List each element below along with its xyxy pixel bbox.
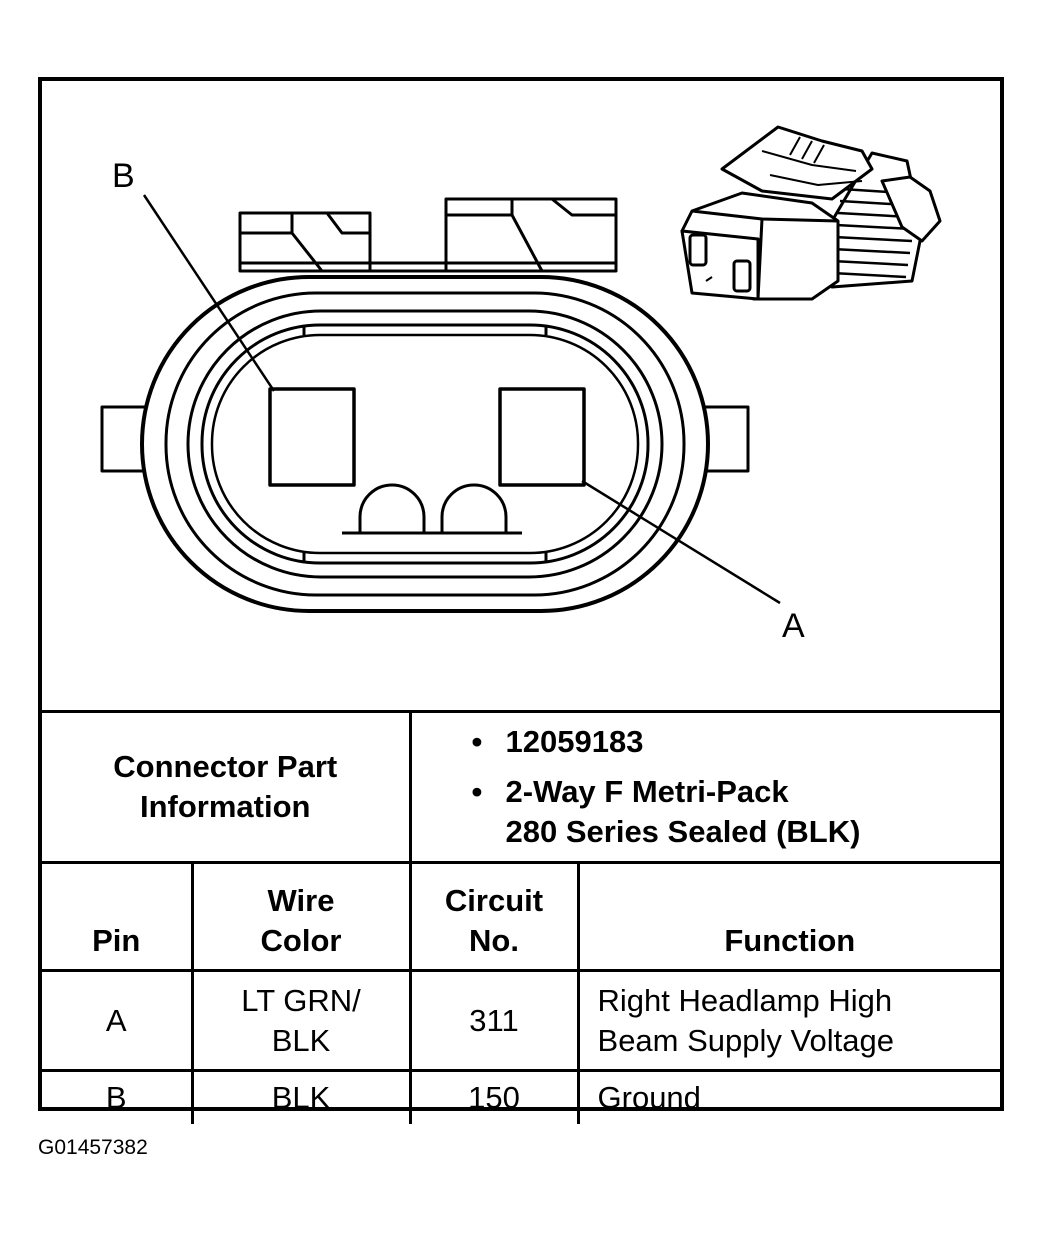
bullet: • (471, 724, 483, 759)
right-side-key (702, 405, 750, 473)
connector-info-table: Connector Part Information • 12059183 • … (42, 710, 1001, 1124)
header-circuit: Circuit No. (408, 861, 580, 972)
table-header-row: Pin Wire Color Circuit No. Function (42, 861, 1001, 972)
header-pin-label: Pin (92, 923, 141, 958)
connector-part-label-line1: Connector Part (113, 749, 338, 784)
figure-id: G01457382 (38, 1136, 148, 1159)
terminal-cavity-b (268, 387, 356, 487)
part-number: 12059183 (505, 724, 644, 759)
header-wire-color-line1: Wire (267, 883, 335, 918)
wire-color-line1: BLK (271, 1080, 331, 1115)
pin-value: A (105, 1002, 127, 1038)
callout-b-leader (142, 194, 276, 392)
connector-part-label-cell: Connector Part Information (42, 710, 412, 864)
header-wire-color-line2: Color (260, 923, 342, 958)
wire-color-line2: BLK (271, 1022, 331, 1058)
connector-part-label-line2: Information (140, 789, 311, 824)
header-wire-color: Wire Color (190, 861, 412, 972)
circuit-cell: 311 (408, 969, 580, 1072)
pin-value: B (105, 1080, 127, 1115)
function-cell: Right Headlamp High Beam Supply Voltage (576, 969, 1001, 1072)
alignment-bump-right (440, 483, 508, 533)
connector-figure-frame: B A (38, 77, 1004, 1124)
pin-cell: B (42, 1069, 194, 1124)
wire-color-cell: BLK (190, 1069, 412, 1124)
wire-color-line1: LT GRN/ (241, 982, 361, 1018)
top-right-latch (444, 197, 618, 273)
callout-b-label: B (112, 157, 135, 195)
connector-housing (140, 275, 710, 613)
left-side-key (100, 405, 148, 473)
bullet: • (471, 774, 483, 809)
connector-face-diagram: B A (100, 125, 942, 645)
header-circuit-line2: No. (469, 923, 519, 958)
alignment-bump-left (358, 483, 426, 533)
circuit-value: 150 (468, 1080, 520, 1115)
pin-cell: A (42, 969, 194, 1072)
connector-isometric-icon (680, 125, 942, 301)
header-function: Function (576, 861, 1001, 972)
connector-part-row: Connector Part Information • 12059183 • … (42, 710, 1001, 864)
callout-a-label: A (782, 607, 805, 645)
function-cell: Ground (576, 1069, 1001, 1124)
connector-part-values-cell: • 12059183 • 2-Way F Metri-Pack 280 Seri… (408, 710, 1001, 864)
header-pin: Pin (42, 861, 194, 972)
table-row: B BLK 150 Ground (42, 1069, 1001, 1124)
part-description-item: • 2-Way F Metri-Pack 280 Series Sealed (… (472, 772, 1001, 852)
function-line1: Right Headlamp High (597, 982, 893, 1018)
terminal-cavity-a (498, 387, 586, 487)
callout-a-leader (581, 479, 781, 605)
header-function-label: Function (724, 923, 856, 958)
part-description-line1: 2-Way F Metri-Pack (505, 774, 789, 809)
function-line1: Ground (597, 1080, 701, 1115)
function-line2: Beam Supply Voltage (597, 1022, 894, 1058)
circuit-value: 311 (469, 1002, 519, 1038)
table-row: A LT GRN/ BLK 311 Right Headlamp High Be… (42, 969, 1001, 1072)
circuit-cell: 150 (408, 1069, 580, 1124)
top-left-latch (238, 211, 372, 273)
part-number-item: • 12059183 (472, 722, 1001, 762)
header-circuit-line1: Circuit (444, 883, 544, 918)
wire-color-cell: LT GRN/ BLK (190, 969, 412, 1072)
part-description-line2: 280 Series Sealed (BLK) (505, 814, 861, 849)
